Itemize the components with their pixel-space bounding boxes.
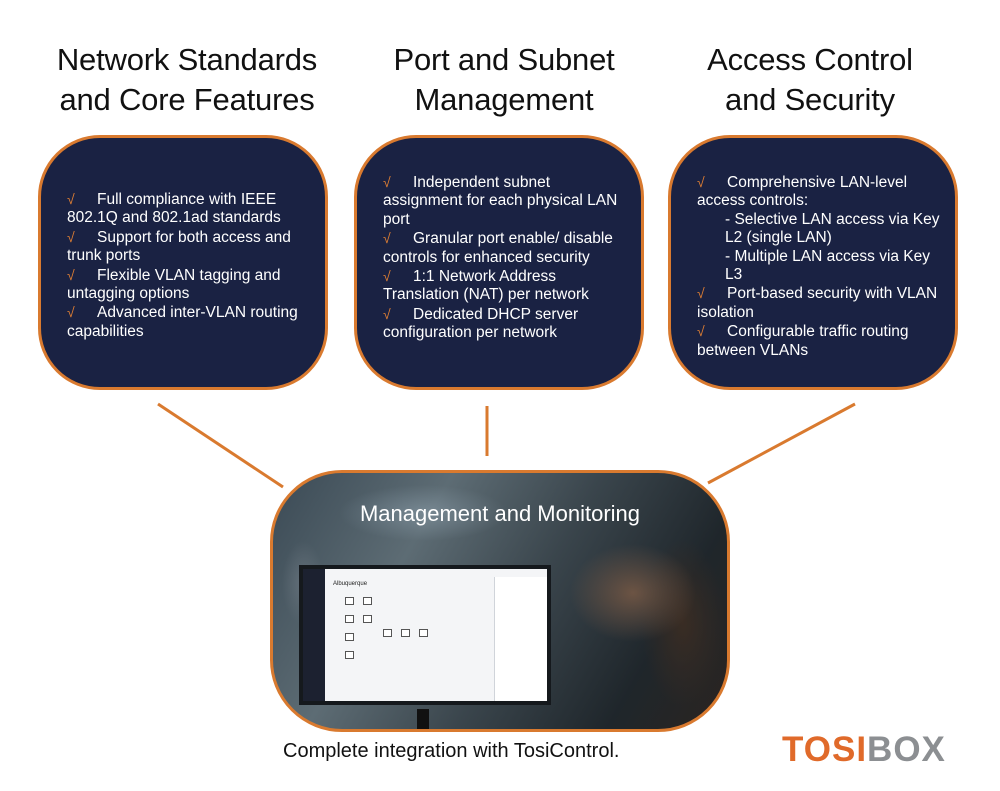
- network-node-icon: [345, 615, 354, 623]
- check-icon: √: [697, 285, 705, 302]
- monitor-card-title: Management and Monitoring: [359, 501, 641, 526]
- network-node-icon: [363, 597, 372, 605]
- network-node-icon: [419, 629, 428, 637]
- check-icon: √: [383, 305, 391, 322]
- monitor-screen: Albuquerque: [299, 565, 551, 705]
- heading-network-standards: Network Standards and Core Features: [56, 42, 318, 117]
- heading-access-control: Access Control and Security: [707, 42, 913, 117]
- check-icon: √: [383, 174, 391, 190]
- check-icon: √: [67, 191, 75, 207]
- list-item: √1:1 Network Address Translation (NAT) p…: [383, 268, 589, 304]
- list-item: √Comprehensive LAN-level access controls…: [697, 174, 940, 284]
- check-icon: √: [697, 174, 705, 190]
- check-icon: √: [383, 268, 391, 285]
- connector-right: [707, 402, 856, 485]
- tosibox-logo: TOSIBOX: [782, 730, 946, 769]
- screen-title: Albuquerque: [333, 581, 368, 587]
- network-node-icon: [345, 597, 354, 605]
- card-network-standards: √Full compliance with IEEE 802.1Q and 80…: [38, 135, 328, 390]
- network-node-icon: [401, 629, 410, 637]
- check-icon: √: [697, 323, 705, 340]
- management-monitoring-card: Management and Monitoring Albuquerque: [270, 470, 730, 732]
- screen-sidebar: [303, 569, 325, 701]
- monitor-stand: [417, 709, 429, 729]
- list-item: √Independent subnet assignment for each …: [383, 174, 618, 228]
- network-node-icon: [383, 629, 392, 637]
- network-node-icon: [345, 633, 354, 641]
- list-item: √Support for both access and trunk ports: [67, 228, 291, 265]
- sub-item: - Selective LAN access via Key L2 (singl…: [725, 210, 940, 247]
- feature-list: √Comprehensive LAN-level access controls…: [697, 173, 941, 360]
- check-icon: √: [67, 266, 75, 283]
- network-node-icon: [363, 615, 372, 623]
- check-icon: √: [67, 228, 75, 245]
- connector-left: [157, 402, 284, 489]
- footer-caption: Complete integration with TosiControl.: [283, 740, 620, 762]
- check-icon: √: [67, 304, 75, 321]
- feature-list: √Independent subnet assignment for each …: [383, 173, 627, 343]
- list-item: √Dedicated DHCP server configuration per…: [383, 305, 579, 342]
- list-item: √Granular port enable/ disable controls …: [383, 230, 613, 266]
- list-item: √Port-based security with VLAN isolation: [697, 285, 938, 321]
- check-icon: √: [383, 230, 391, 247]
- heading-port-subnet: Port and Subnet Management: [393, 42, 615, 117]
- feature-list: √Full compliance with IEEE 802.1Q and 80…: [67, 190, 311, 341]
- network-node-icon: [345, 651, 354, 659]
- card-access-control: √Comprehensive LAN-level access controls…: [668, 135, 958, 390]
- list-item: √Full compliance with IEEE 802.1Q and 80…: [67, 191, 281, 227]
- screen-side-panel: [494, 577, 547, 701]
- sub-item: - Multiple LAN access via Key L3: [725, 247, 931, 284]
- list-item: √Configurable traffic routing between VL…: [697, 323, 909, 359]
- card-port-subnet: √Independent subnet assignment for each …: [354, 135, 644, 390]
- list-item: √Flexible VLAN tagging and untagging opt…: [67, 266, 281, 303]
- list-item: √Advanced inter-VLAN routing capabilitie…: [67, 304, 298, 340]
